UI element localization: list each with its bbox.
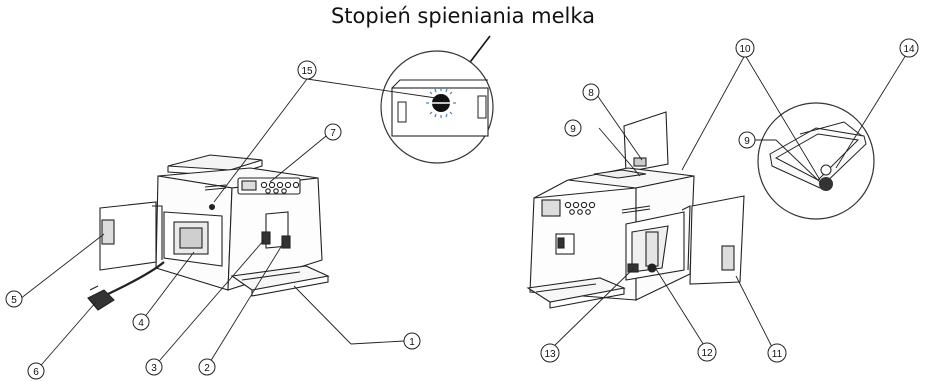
- callout-3: 3: [145, 358, 163, 376]
- callout-10: 10: [735, 38, 755, 58]
- svg-text:12: 12: [701, 348, 713, 359]
- hopper-inset: [757, 102, 875, 220]
- svg-text:15: 15: [301, 66, 313, 77]
- svg-text:7: 7: [330, 128, 336, 139]
- callout-4: 4: [132, 313, 150, 331]
- svg-text:13: 13: [544, 349, 556, 360]
- callout-1: 1: [403, 332, 421, 350]
- svg-text:11: 11: [772, 349, 783, 360]
- callout-11: 11: [767, 343, 787, 363]
- right-machine: [526, 111, 745, 309]
- callout-12: 12: [697, 342, 717, 362]
- svg-text:9: 9: [744, 136, 750, 147]
- figure-caption: Stopień spieniania melka: [330, 4, 596, 28]
- callout-6: 6: [27, 362, 45, 380]
- callout-9b: 9: [738, 131, 756, 149]
- svg-text:10: 10: [739, 44, 751, 55]
- svg-text:4: 4: [138, 318, 144, 329]
- callout-15: 15: [297, 60, 317, 80]
- left-machine: [87, 154, 330, 311]
- callout-5: 5: [5, 290, 23, 308]
- callout-8: 8: [582, 83, 600, 101]
- svg-text:5: 5: [11, 295, 17, 306]
- callout-2: 2: [198, 358, 216, 376]
- svg-text:2: 2: [204, 363, 210, 374]
- svg-text:6: 6: [33, 367, 39, 378]
- leader-lines: [19, 49, 910, 372]
- callout-14: 14: [899, 38, 919, 58]
- callout-9: 9: [564, 119, 582, 137]
- svg-text:8: 8: [588, 88, 594, 99]
- svg-text:9: 9: [570, 124, 576, 135]
- svg-text:3: 3: [151, 363, 157, 374]
- callout-7: 7: [324, 123, 342, 141]
- svg-text:14: 14: [903, 44, 915, 55]
- callout-13: 13: [540, 343, 560, 363]
- knob-inset: [380, 50, 494, 164]
- svg-text:1: 1: [409, 337, 415, 348]
- callouts: 15 7 5 4 6 3 2 1 8 9 10 9 14 13 12 11: [5, 38, 919, 380]
